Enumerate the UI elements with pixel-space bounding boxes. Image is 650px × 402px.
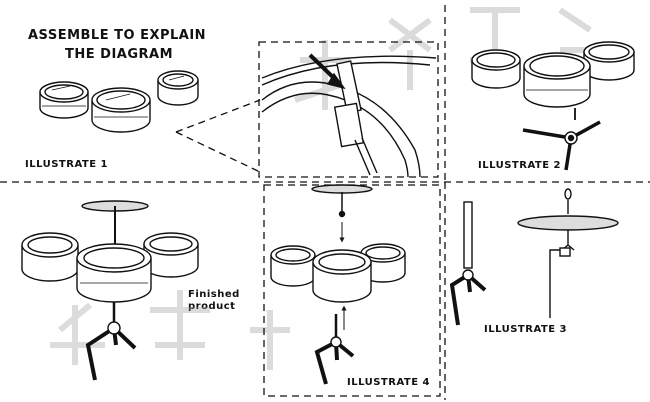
heading-line-1: ASSEMBLE TO EXPLAIN [28,28,207,43]
illustrate-2-drums [471,41,635,171]
illustrate-4-assembly [270,184,406,385]
drum-middle [91,87,151,133]
tripod-spider [522,120,601,171]
illustrate-3-label: ILLUSTRATE 3 [484,324,568,335]
drum-right [157,70,199,106]
finished-product-label-line-2: product [188,301,236,312]
finished-product-label-line-1: Finished [188,289,240,300]
illustrate-2-label: ILLUSTRATE 2 [478,160,562,171]
clamp-detail [261,53,437,178]
illustrate-1-drums [39,70,199,133]
heading-line-2: THE DIAGRAM [65,47,174,62]
illustrate-3-parts [449,188,619,326]
drum-left [39,81,89,119]
illustrate-4-label: ILLUSTRATE 4 [347,377,431,388]
section-dividers [0,5,650,400]
finished-product-drumset [21,200,199,381]
illustrate-1-label: ILLUSTRATE 1 [25,159,109,170]
